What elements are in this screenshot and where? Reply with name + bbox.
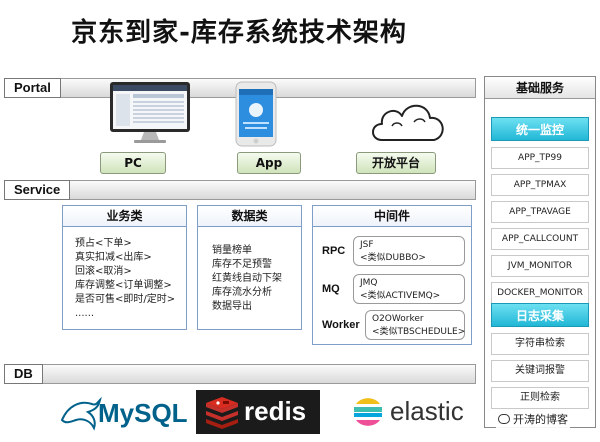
business-line: 库存调整<订单调整> <box>75 280 172 291</box>
business-box: 业务类 预占<下单> 真实扣减<出库> 回滚<取消> 库存调整<订单调整> 是否… <box>62 205 187 330</box>
cloud-icon <box>372 104 444 141</box>
watermark-text: 开涛的博客 <box>513 413 568 426</box>
data-line: 销量榜单 <box>212 245 252 256</box>
middleware-name: JSF <box>360 240 374 250</box>
middleware-bubble: JMQ <类似ACTIVEMQ> <box>353 274 465 304</box>
page-title: 京东到家-库存系统技术架构 <box>71 18 407 48</box>
basic-services-panel: 基础服务 统一监控 APP_TP99 APP_TPMAX APP_TPAVAGE… <box>484 76 596 428</box>
monitor-header: 统一监控 <box>491 117 589 141</box>
monitor-item: DOCKER_MONITOR <box>491 282 589 304</box>
middleware-desc: <类似TBSCHEDULE> <box>372 327 466 337</box>
middleware-row-worker: Worker O2OWorker <类似TBSCHEDULE> <box>319 310 465 340</box>
redis-text: redis <box>244 396 307 426</box>
middleware-bubble: JSF <类似DUBBO> <box>353 236 465 266</box>
business-line: 回滚<取消> <box>75 266 132 277</box>
db-label: DB <box>4 364 43 384</box>
db-band <box>4 364 476 384</box>
middleware-bubble: O2OWorker <类似TBSCHEDULE> <box>365 310 465 340</box>
log-item: 字符串检索 <box>491 333 589 355</box>
middleware-key: RPC <box>322 245 346 257</box>
middleware-title: 中间件 <box>313 206 471 227</box>
redis-logo: redis <box>196 390 320 434</box>
portal-open-label: 开放平台 <box>356 152 436 174</box>
pc-monitor-image <box>110 82 190 143</box>
data-title: 数据类 <box>198 206 301 227</box>
business-line: 预占<下单> <box>75 238 132 249</box>
dolphin-icon <box>60 396 102 431</box>
middleware-desc: <类似ACTIVEMQ> <box>360 291 441 301</box>
watermark: 开涛的博客 <box>496 410 570 428</box>
middleware-row-mq: MQ JMQ <类似ACTIVEMQ> <box>319 274 465 304</box>
monitor-item: APP_CALLCOUNT <box>491 228 589 250</box>
log-header: 日志采集 <box>491 303 589 327</box>
middleware-key: MQ <box>322 283 340 295</box>
redis-stack-icon <box>206 397 238 429</box>
business-line: 是否可售<即时/定时> <box>75 294 176 305</box>
mysql-text: MySQL <box>98 398 188 428</box>
middleware-row-rpc: RPC JSF <类似DUBBO> <box>319 236 465 266</box>
chat-bubble-icon <box>498 414 510 424</box>
log-item: 关键词报警 <box>491 360 589 382</box>
business-line: ...... <box>75 308 95 319</box>
elastic-logo: elastic <box>350 392 474 432</box>
business-line: 真实扣减<出库> <box>75 252 152 263</box>
middleware-name: JMQ <box>360 278 378 288</box>
portal-label: Portal <box>4 78 61 98</box>
data-line: 库存不足预警 <box>212 259 272 270</box>
portal-pc-label: PC <box>100 152 166 174</box>
middleware-desc: <类似DUBBO> <box>360 253 426 263</box>
middleware-key: Worker <box>322 319 360 331</box>
log-item: 正则检索 <box>491 387 589 409</box>
middleware-box: 中间件 RPC JSF <类似DUBBO> MQ JMQ <类似ACTIVEMQ… <box>312 205 472 345</box>
monitor-item: APP_TPMAX <box>491 174 589 196</box>
data-line: 库存流水分析 <box>212 287 272 298</box>
data-box: 数据类 销量榜单 库存不足预警 红黄线自动下架 库存流水分析 数据导出 <box>197 205 302 330</box>
mysql-logo: MySQL <box>58 392 188 432</box>
app-phone-image <box>235 81 277 147</box>
portal-app-label: App <box>237 152 301 174</box>
data-line: 数据导出 <box>212 301 252 312</box>
basic-services-title: 基础服务 <box>485 77 595 99</box>
business-title: 业务类 <box>63 206 186 227</box>
monitor-item: APP_TPAVAGE <box>491 201 589 223</box>
monitor-item: JVM_MONITOR <box>491 255 589 277</box>
monitor-item: APP_TP99 <box>491 147 589 169</box>
service-band <box>4 180 476 200</box>
service-label: Service <box>4 180 71 200</box>
data-line: 红黄线自动下架 <box>212 273 282 284</box>
elastic-text: elastic <box>390 396 464 426</box>
elastic-icon <box>354 398 382 426</box>
middleware-name: O2OWorker <box>372 314 424 324</box>
